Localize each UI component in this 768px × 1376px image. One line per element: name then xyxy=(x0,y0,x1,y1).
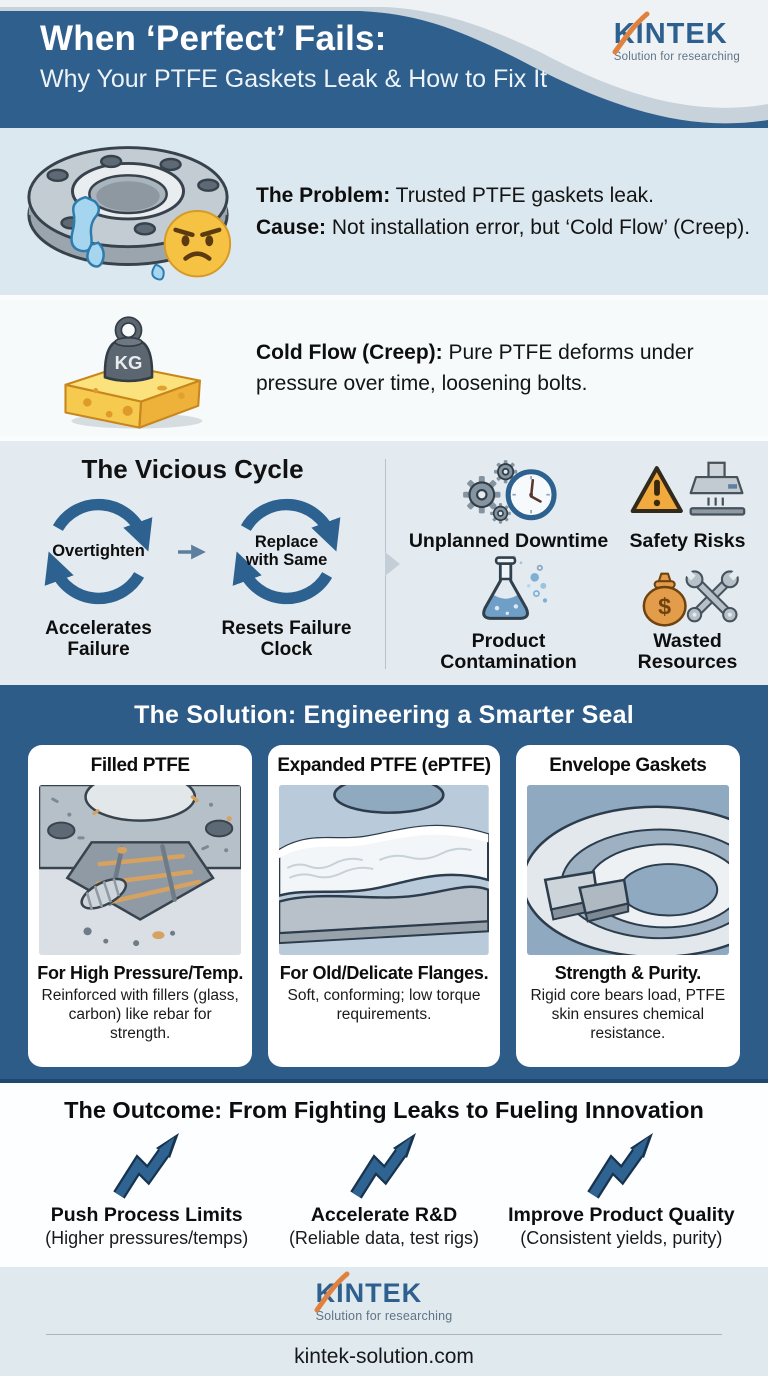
kintek-logo-text: KINTEK xyxy=(613,18,728,50)
flange-leak-icon xyxy=(27,145,232,281)
cycle-loop-replace: Replace with Same Resets Failure Clock xyxy=(211,489,363,661)
eptfe-illustration xyxy=(279,785,489,955)
coldflow-section: KG Cold Flow (Creep): Pure PTFE deforms … xyxy=(0,300,768,436)
section-divider xyxy=(0,436,768,441)
coldflow-text: Cold Flow (Creep): Pure PTFE deforms und… xyxy=(256,340,694,396)
card-envelope-gaskets: Envelope Gaskets Strength & Purity. xyxy=(515,745,741,1067)
footer: KINTEK Solution for researching kintek-s… xyxy=(0,1267,768,1376)
kg-weight-sponge-icon: KG xyxy=(63,316,202,429)
vicious-cycle-section: The Vicious Cycle Overtighten Accelerate… xyxy=(0,441,768,685)
consequence-contamination: Product Contamination xyxy=(406,555,611,673)
flask-icon xyxy=(481,555,547,620)
cycle-arrows-icon xyxy=(232,498,341,605)
cycle-diagram: The Vicious Cycle Overtighten Accelerate… xyxy=(0,441,385,685)
outcome-section: The Outcome: From Fighting Leaks to Fuel… xyxy=(0,1083,768,1267)
header-curve-decoration xyxy=(0,0,768,124)
kintek-logo-text: KINTEK xyxy=(315,1278,423,1308)
kintek-logo: KINTEK Solution for researching xyxy=(612,11,740,64)
weight-on-sponge-illustration: KG xyxy=(0,305,256,431)
solution-section: The Solution: Engineering a Smarter Seal… xyxy=(0,685,768,1083)
consequence-waste: $ Wasted Resources xyxy=(613,559,762,673)
footer-divider xyxy=(46,1334,722,1335)
problem-section: The Problem: Trusted PTFE gaskets leak. … xyxy=(0,128,768,295)
growth-arrow-icon xyxy=(587,1133,654,1199)
consequence-downtime: Unplanned Downtime xyxy=(406,459,611,552)
kintek-logo-footer: KINTEK Solution for researching xyxy=(314,1271,453,1323)
page-title: When ‘Perfect’ Fails: xyxy=(40,19,387,58)
filled-ptfe-illustration xyxy=(39,785,242,955)
envelope-gasket-illustration xyxy=(526,785,730,955)
solution-title: The Solution: Engineering a Smarter Seal xyxy=(134,701,634,729)
header: When ‘Perfect’ Fails: Why Your PTFE Gask… xyxy=(0,0,768,128)
page-subtitle: Why Your PTFE Gaskets Leak & How to Fix … xyxy=(40,65,548,93)
problem-text: The Problem: Trusted PTFE gaskets leak. … xyxy=(256,184,751,239)
consequences-panel: Unplanned Downtime xyxy=(385,459,768,673)
warning-fume-hood-icon xyxy=(630,461,745,516)
outcome-accelerate-rd: Accelerate R&D (Reliable data, test rigs… xyxy=(265,1130,502,1249)
cause-label: Cause: xyxy=(256,215,327,239)
outcome-push-limits: Push Process Limits (Higher pressures/te… xyxy=(28,1130,265,1249)
kintek-tagline: Solution for researching xyxy=(613,51,740,63)
money-bag-wrenches-icon: $ xyxy=(642,569,740,627)
dollar-sign: $ xyxy=(658,594,671,620)
consequence-safety: Safety Risks xyxy=(613,459,762,552)
cycle-title: The Vicious Cycle xyxy=(81,454,304,484)
loop-caption: Resets Failure Clock xyxy=(221,618,352,661)
kintek-tagline: Solution for researching xyxy=(315,1309,453,1323)
outcome-title: The Outcome: From Fighting Leaks to Fuel… xyxy=(64,1097,704,1123)
chevron-right-icon xyxy=(385,552,400,576)
growth-arrow-icon xyxy=(350,1133,416,1199)
cycle-loop-overtighten: Overtighten Accelerates Failure xyxy=(23,489,175,661)
growth-arrow-icon xyxy=(112,1133,179,1199)
website-url: kintek-solution.com xyxy=(294,1345,474,1368)
loop-label: Replace with Same xyxy=(245,533,328,569)
section-divider xyxy=(0,295,768,300)
loop-caption: Accelerates Failure xyxy=(45,618,152,661)
card-filled-ptfe: Filled PTFE xyxy=(28,745,253,1067)
cycle-arrows-icon xyxy=(44,498,153,605)
fume-hood-icon xyxy=(689,461,745,516)
problem-label: The Problem: xyxy=(256,184,391,207)
arrow-right-icon xyxy=(177,544,206,560)
angry-emoji-icon xyxy=(163,209,232,277)
coldflow-label: Cold Flow (Creep): xyxy=(256,340,443,364)
crossed-wrenches-icon xyxy=(683,569,740,623)
leaking-flange-illustration xyxy=(0,137,256,287)
gears-clock-icon xyxy=(462,460,557,524)
loop-label: Overtighten xyxy=(52,541,145,560)
card-expanded-ptfe: Expanded PTFE (ePTFE) xyxy=(268,745,500,1067)
outcome-product-quality: Improve Product Quality (Consistent yiel… xyxy=(503,1130,740,1249)
kg-label: KG xyxy=(114,352,142,373)
money-bag-icon: $ xyxy=(642,572,687,627)
